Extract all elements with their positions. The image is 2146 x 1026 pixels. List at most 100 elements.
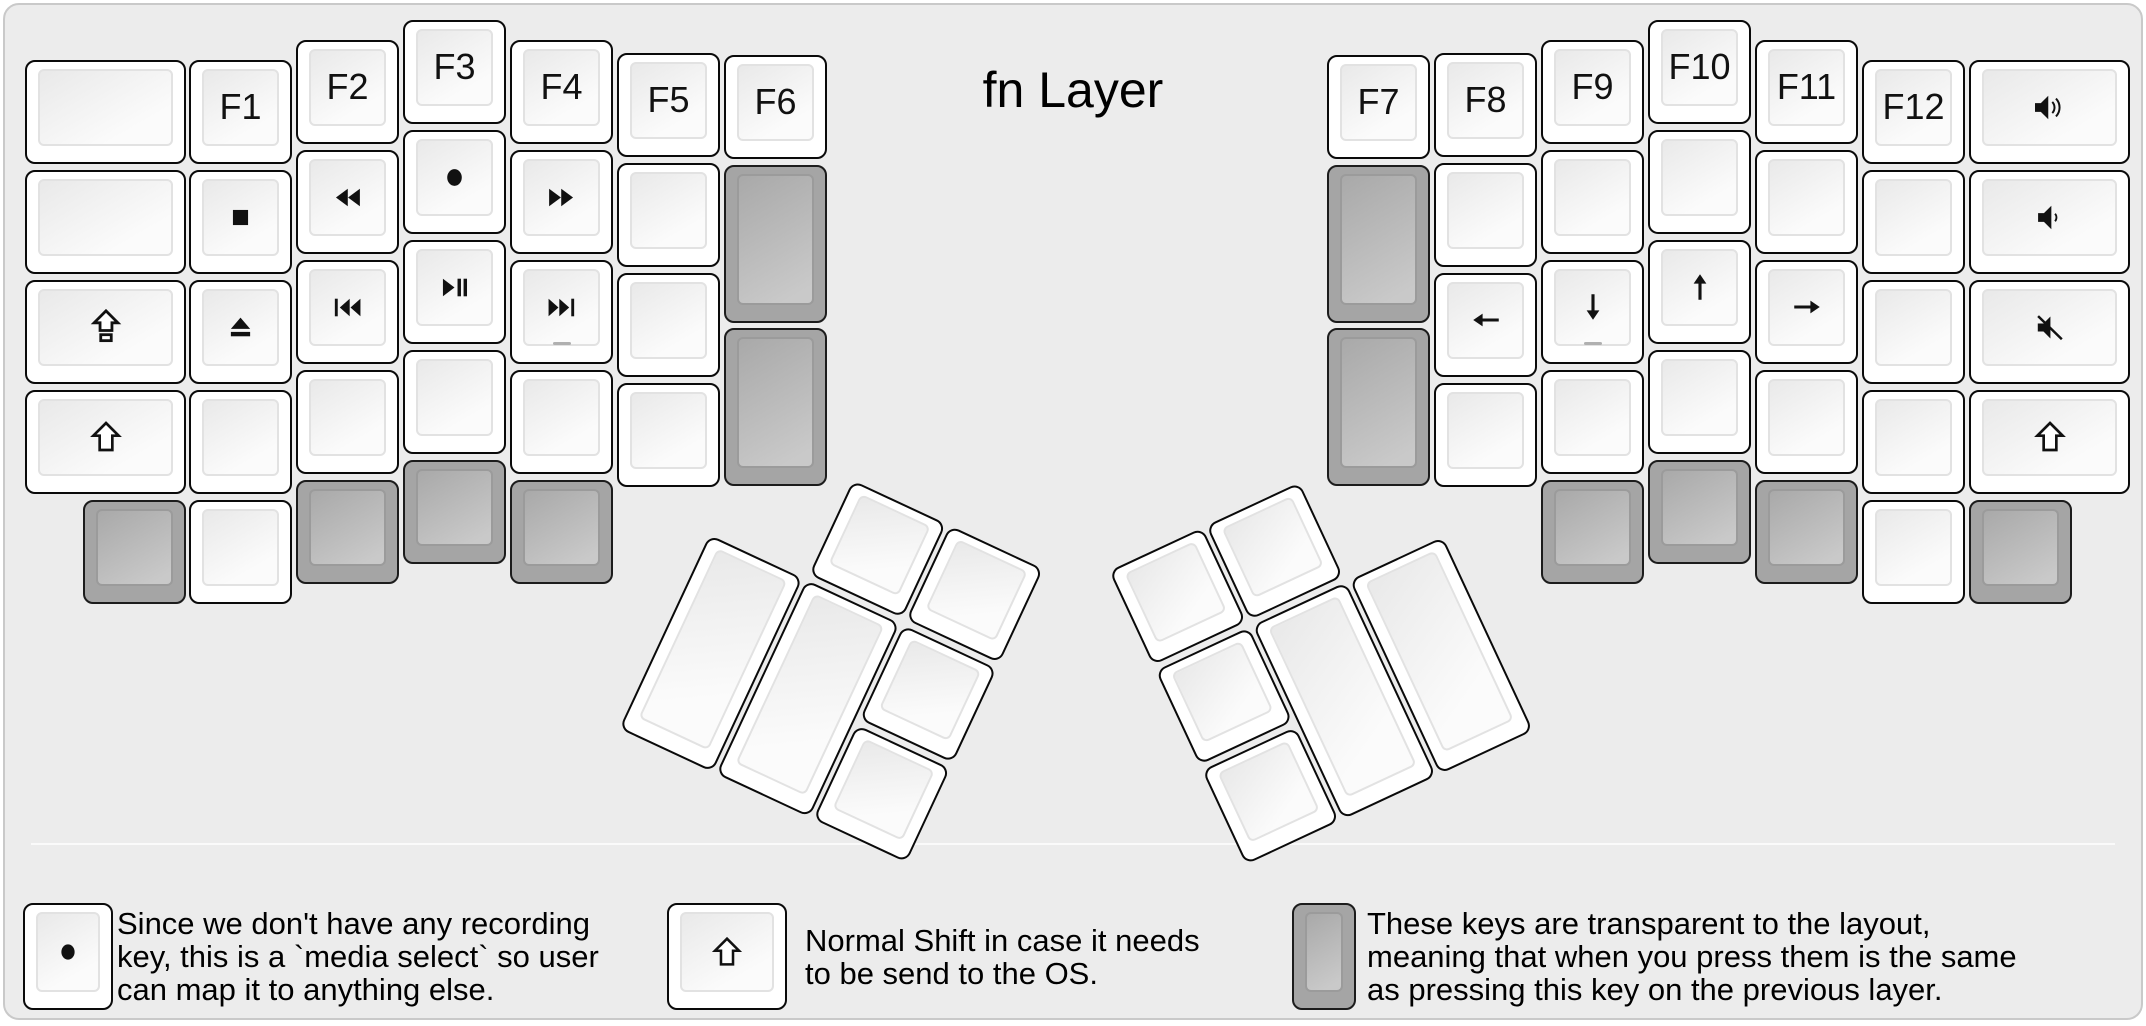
- next-track-icon: [512, 266, 611, 348]
- arrow-right-icon: [1757, 266, 1856, 348]
- key-trans-tall-l2-face: [737, 337, 814, 468]
- key-trans-bottom-l2: [296, 480, 399, 584]
- legend-transparent-keys-key-face: [1305, 912, 1343, 992]
- key-rewind: [296, 150, 399, 254]
- key-trans-tall-r1-face: [1340, 174, 1417, 305]
- key-f12-label: F12: [1882, 86, 1945, 127]
- key-f10-face: [1661, 29, 1738, 106]
- key-stop: [189, 170, 292, 274]
- key-blank-r10: [1862, 280, 1965, 384]
- key-trans-bottom-r2: [1648, 460, 1751, 564]
- legend-line: Since we don't have any recording: [117, 906, 590, 941]
- key-blank-r10-face: [1875, 289, 1952, 366]
- key-f3-face: [416, 29, 493, 106]
- key-f9-face: [1554, 49, 1631, 126]
- key-blank-l5-face: [630, 172, 707, 249]
- key-blank-l7: [617, 383, 720, 487]
- key-f6: F6: [724, 55, 827, 159]
- key-trans-tall-r2: [1327, 328, 1430, 486]
- key-trans-tall-l2: [724, 328, 827, 486]
- shift-icon: [1971, 396, 2128, 478]
- key-blank-l7-face: [630, 392, 707, 469]
- legend-media-select-key: [23, 903, 113, 1010]
- thumb-l-top-2-face: [925, 539, 1028, 642]
- key-blank-l3-face: [416, 359, 493, 436]
- key-blank-r3-face: [1554, 159, 1631, 236]
- key-f4-label: F4: [540, 66, 583, 107]
- key-f9: F9: [1541, 40, 1644, 144]
- key-trans-bottom-l3-face: [416, 469, 493, 546]
- key-blank-r9-face: [1875, 179, 1952, 256]
- key-f1-face: [202, 69, 279, 146]
- stop-icon: [191, 176, 290, 258]
- key-next-track: [510, 260, 613, 364]
- left-thumb-cluster: [619, 435, 1047, 864]
- key-blank-r1-face: [1447, 172, 1524, 249]
- key-trans-bottom-r3: [1755, 480, 1858, 584]
- key-f7-face: [1340, 64, 1417, 141]
- key-blank-l2-face: [309, 379, 386, 456]
- key-eject: [189, 280, 292, 384]
- key-blank-r6-face: [1661, 359, 1738, 436]
- key-f7-label: F7: [1357, 81, 1400, 122]
- key-blank-r4-face: [1554, 379, 1631, 456]
- key-f4: F4: [510, 40, 613, 144]
- key-caps-lock: [25, 280, 186, 384]
- legend-line: These keys are transparent to the layout…: [1367, 906, 1931, 941]
- legend-line: can map it to anything else.: [117, 972, 495, 1007]
- caps-lock-icon: [27, 286, 184, 368]
- legend-normal-shift-key: [667, 903, 787, 1010]
- key-mute: [1969, 280, 2130, 384]
- shift-icon: [27, 396, 184, 478]
- key-blank-r11: [1862, 390, 1965, 494]
- key-f7: F7: [1327, 55, 1430, 159]
- key-blank-r2: [1434, 383, 1537, 487]
- key-play-pause-face: [416, 249, 493, 326]
- fast-forward-icon: [512, 156, 611, 238]
- shift-icon: [669, 909, 785, 994]
- legend-line: Normal Shift in case it needs: [805, 922, 1200, 958]
- key-f1-label: F1: [219, 86, 262, 127]
- key-bottom-blank-left-face: [202, 509, 279, 586]
- key-f3-label: F3: [433, 46, 476, 87]
- homing-dash: [1583, 342, 1602, 345]
- key-stop-face: [202, 179, 279, 256]
- key-f5-label: F5: [647, 79, 690, 120]
- key-blank-r6: [1648, 350, 1751, 454]
- arrow-up-icon: [1650, 246, 1749, 328]
- key-f9-label: F9: [1571, 66, 1614, 107]
- legend-line: key, this is a `media select` so user: [117, 939, 599, 974]
- key-blank-l2: [296, 370, 399, 474]
- key-fast-forward: [510, 150, 613, 254]
- thumb-l-bottom-face: [832, 738, 935, 841]
- key-f12-face: [1875, 69, 1952, 146]
- key-f4-face: [523, 49, 600, 126]
- key-blank-l1-face: [202, 399, 279, 476]
- legend-transparent-keys-text: These keys are transparent to the layout…: [1367, 903, 2017, 1010]
- key-shift-left-face: [38, 399, 173, 476]
- arrow-left-icon: [1436, 279, 1535, 361]
- key-blank-r8-face: [1768, 379, 1845, 456]
- key-f6-face: [737, 64, 814, 141]
- key-f10-label: F10: [1668, 46, 1731, 87]
- key-f5: F5: [617, 53, 720, 157]
- key-f10: F10: [1648, 20, 1751, 124]
- legend-transparent-keys-key: [1292, 903, 1356, 1010]
- key-shift-left: [25, 390, 186, 494]
- key-blank-l6-face: [630, 282, 707, 359]
- key-trans-bottom-r1-face: [1554, 489, 1631, 566]
- key-trans-bottom-l2-face: [309, 489, 386, 566]
- thumb-r-mid-face: [1171, 640, 1274, 744]
- key-blank-r3: [1541, 150, 1644, 254]
- key-trans-tall-l1: [724, 165, 827, 323]
- key-blank-top-left-2-face: [38, 179, 173, 256]
- rewind-icon: [298, 156, 397, 238]
- thumb-r-top-1-face: [1124, 541, 1227, 644]
- record-icon: [405, 136, 504, 218]
- key-f11-label: F11: [1776, 66, 1837, 107]
- key-blank-r9: [1862, 170, 1965, 274]
- key-arrow-down: [1541, 260, 1644, 364]
- key-blank-l1: [189, 390, 292, 494]
- legend-line: meaning that when you press them is the …: [1367, 939, 2017, 974]
